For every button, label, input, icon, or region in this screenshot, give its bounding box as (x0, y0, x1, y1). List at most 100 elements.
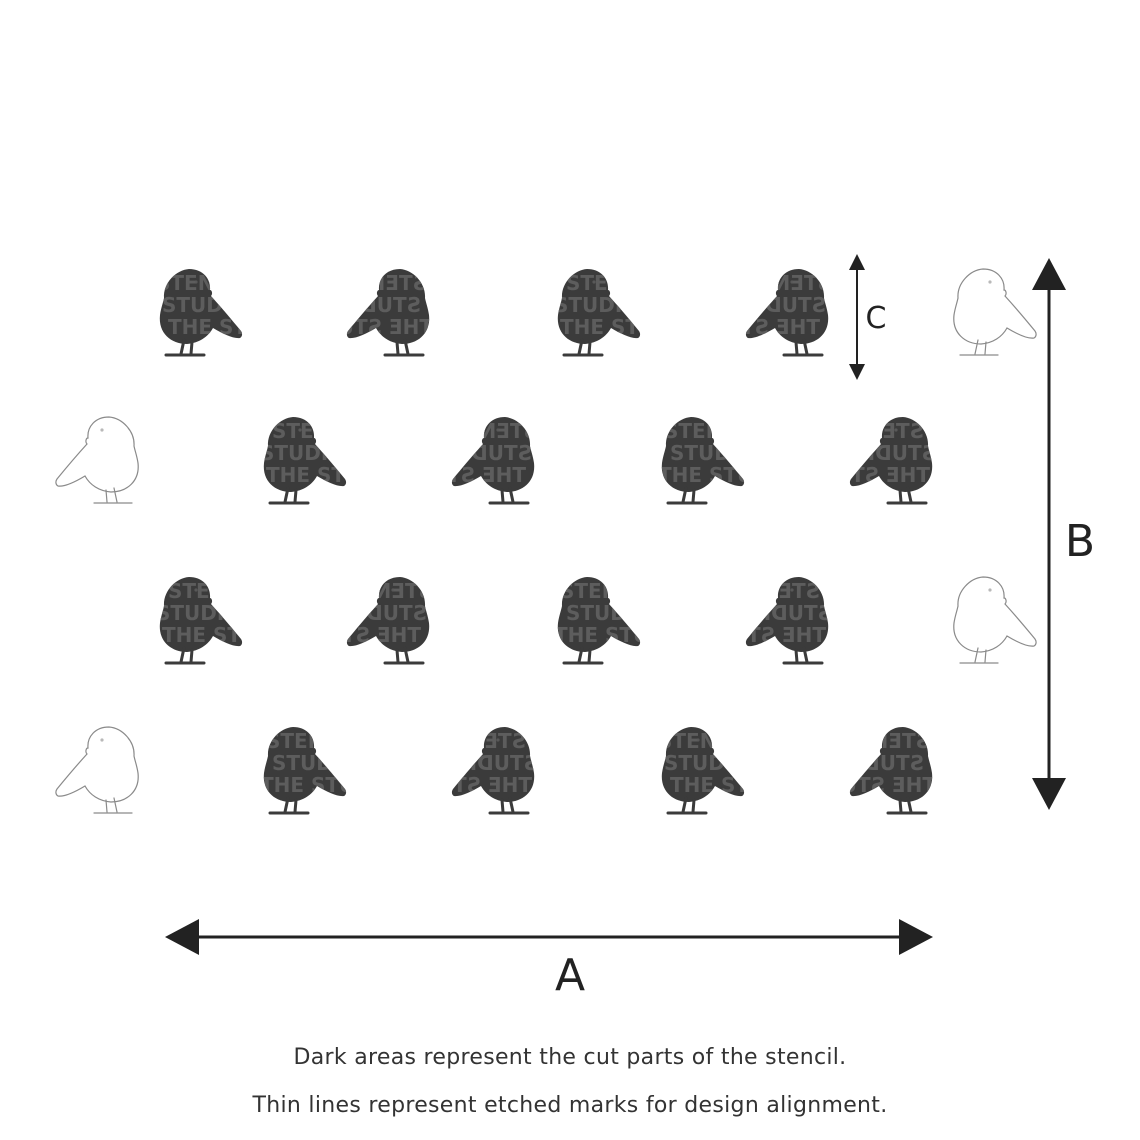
etched-bird-outline (953, 576, 1037, 664)
bird-legs (666, 796, 708, 815)
svg-text:STENCIL ©: STENCIL © (712, 271, 832, 295)
svg-text:THE STUDIO: THE STUDIO (670, 773, 806, 797)
svg-text:STENCIL ©: STENCIL © (406, 729, 526, 753)
svg-text:THE STUDIO: THE STUDIO (390, 463, 526, 487)
bird-legs (959, 339, 999, 356)
bird-eye (100, 738, 104, 742)
bird-body (346, 269, 430, 344)
bird-body (346, 577, 430, 652)
svg-text:THE STUDIO: THE STUDIO (266, 463, 402, 487)
svg-text:THE STUDIO: THE STUDIO (690, 623, 826, 647)
bird-legs (268, 486, 310, 505)
bird-eye (391, 588, 395, 592)
svg-text:STUDIO STENCIL: STUDIO STENCIL (554, 293, 740, 317)
svg-text:THE STUDIO: THE STUDIO (684, 315, 820, 339)
bird-eye (894, 738, 898, 742)
dimension-label-c: C (866, 301, 887, 336)
bird-legs (562, 646, 604, 665)
bird-eye (696, 428, 700, 432)
caption-etched-lines: Thin lines represent etched marks for de… (252, 1093, 888, 1118)
svg-text:STUDIO STENCIL: STUDIO STENCIL (352, 751, 538, 775)
bird-legs (562, 338, 604, 357)
bird-legs (268, 796, 310, 815)
bird-eye (592, 280, 596, 284)
svg-text:STUDIO STENCIL: STUDIO STENCIL (156, 601, 342, 625)
svg-text:THE STUDIO: THE STUDIO (560, 315, 696, 339)
svg-text:STENCIL ©: STENCIL © (266, 729, 386, 753)
svg-text:THE STUDIO: THE STUDIO (794, 463, 930, 487)
bird-legs (782, 646, 824, 665)
bird-body (745, 269, 829, 344)
caption-cut-areas: Dark areas represent the cut parts of th… (293, 1045, 847, 1070)
svg-text:STUDIO STENCIL: STUDIO STENCIL (260, 441, 446, 465)
bird-eye (100, 428, 104, 432)
bird-eye (194, 280, 198, 284)
bird-legs (93, 797, 133, 814)
bird-body (55, 726, 139, 803)
svg-text:STUDIO STENCIL: STUDIO STENCIL (738, 751, 924, 775)
svg-text:THE STUDIO: THE STUDIO (285, 623, 421, 647)
bird-eye (391, 280, 395, 284)
dimension-label-b: B (1065, 516, 1095, 567)
bird-body (557, 269, 641, 344)
svg-text:THE STUDIO: THE STUDIO (260, 773, 396, 797)
svg-text:THE STUDIO: THE STUDIO (297, 315, 433, 339)
bird-legs (666, 486, 708, 505)
svg-text:THE STUDIO: THE STUDIO (800, 773, 936, 797)
bird-eye (496, 738, 500, 742)
bird-eye (790, 588, 794, 592)
bird-body (55, 416, 139, 493)
bird-legs (782, 338, 824, 357)
svg-text:STUDIO STENCIL: STUDIO STENCIL (162, 293, 348, 317)
svg-text:STENCIL ©: STENCIL © (700, 579, 820, 603)
bird-eye (988, 588, 992, 592)
bird-legs (959, 647, 999, 664)
bird-legs (383, 338, 425, 357)
bird-legs (488, 796, 530, 815)
svg-text:STUDIO STENCIL: STUDIO STENCIL (750, 441, 936, 465)
svg-text:STUDIO STENCIL: STUDIO STENCIL (640, 293, 826, 317)
bird-body (159, 269, 243, 344)
dimension-arrow-a (165, 919, 933, 955)
svg-text:STUDIO STENCIL: STUDIO STENCIL (241, 601, 427, 625)
bird-eye (696, 738, 700, 742)
svg-text:STENCIL ©: STENCIL © (810, 729, 930, 753)
bird-eye (592, 588, 596, 592)
bird-eye (988, 280, 992, 284)
bird-body (849, 417, 933, 492)
bird-body (661, 727, 745, 802)
svg-text:STUDIO STENCIL: STUDIO STENCIL (646, 601, 832, 625)
svg-text:STUDIO STENCIL: STUDIO STENCIL (670, 441, 856, 465)
svg-text:STENCIL ©: STENCIL © (664, 419, 784, 443)
bird-legs (383, 646, 425, 665)
bird-body (159, 577, 243, 652)
dimension-arrow-c (849, 254, 865, 380)
svg-text:STUDIO STENCIL: STUDIO STENCIL (272, 751, 458, 775)
svg-text:STENCIL ©: STENCIL © (313, 579, 433, 603)
svg-text:THE STUDIO: THE STUDIO (554, 623, 690, 647)
bird-body (263, 727, 347, 802)
bird-body (745, 577, 829, 652)
bird-legs (93, 487, 133, 504)
bird-eye (790, 280, 794, 284)
svg-text:STENCIL ©: STENCIL © (168, 579, 288, 603)
